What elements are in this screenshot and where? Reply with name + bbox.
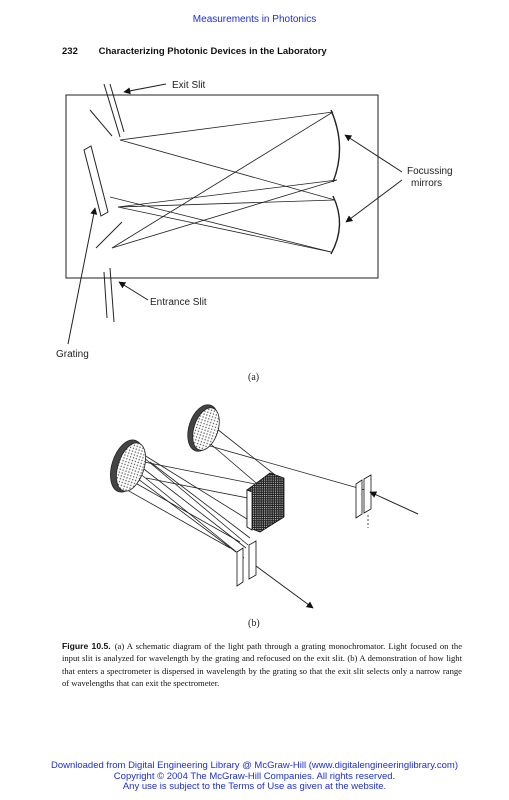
caption-lead: Figure 10.5. <box>62 641 111 651</box>
figure-a <box>65 83 403 345</box>
grating <box>83 145 109 217</box>
footer-download-line: Downloaded from Digital Engineering Libr… <box>50 760 459 771</box>
diffraction-grating <box>246 472 285 533</box>
upper-focussing-mirror <box>330 109 341 183</box>
entrance-slit-label: Entrance Slit <box>150 297 207 308</box>
output-beam-arrow <box>255 565 314 609</box>
entrance-slit-blade <box>103 271 108 319</box>
running-head: Measurements in Photonics <box>192 14 317 25</box>
figure-b-sublabel: (b) <box>248 618 260 629</box>
exit-slit <box>236 547 244 587</box>
exit-slit-blade <box>109 83 125 133</box>
page-number: 232 <box>62 46 78 57</box>
figure-caption: Figure 10.5.(a) A schematic diagram of t… <box>62 640 462 690</box>
mirror-callout-lower <box>345 179 403 223</box>
exit-slit-label: Exit Slit <box>172 80 206 91</box>
input-beam-arrow <box>369 491 419 515</box>
entrance-slit-callout <box>118 281 149 301</box>
entrance-slit-blade <box>109 267 115 323</box>
caption-text: (a) A schematic diagram of the light pat… <box>62 641 463 689</box>
page-header: 232 Characterizing Photonic Devices in t… <box>62 46 469 57</box>
light-rays <box>109 111 338 253</box>
lower-focussing-mirror <box>330 195 341 255</box>
entrance-slit <box>355 479 363 519</box>
figure-b <box>110 404 419 609</box>
light-rays-b <box>119 424 366 559</box>
figure-a-sublabel: (a) <box>248 372 259 383</box>
focussing-mirrors-label-2: mirrors <box>411 178 442 189</box>
grating-label: Grating <box>56 349 89 360</box>
grating-callout <box>67 207 98 345</box>
chapter-title: Characterizing Photonic Devices in the L… <box>98 46 327 57</box>
footer-copyright-line: Copyright © 2004 The McGraw-Hill Compani… <box>113 770 396 782</box>
exit-slit-callout <box>123 83 167 95</box>
monochromator-housing <box>65 94 379 279</box>
footer-terms-line: Any use is subject to the Terms of Use a… <box>122 781 387 792</box>
footer: Downloaded from Digital Engineering Libr… <box>0 760 509 793</box>
focussing-mirrors-label: Focussing <box>407 166 453 177</box>
exit-slit-blade <box>103 83 121 138</box>
mirror-callout-upper <box>344 134 403 173</box>
